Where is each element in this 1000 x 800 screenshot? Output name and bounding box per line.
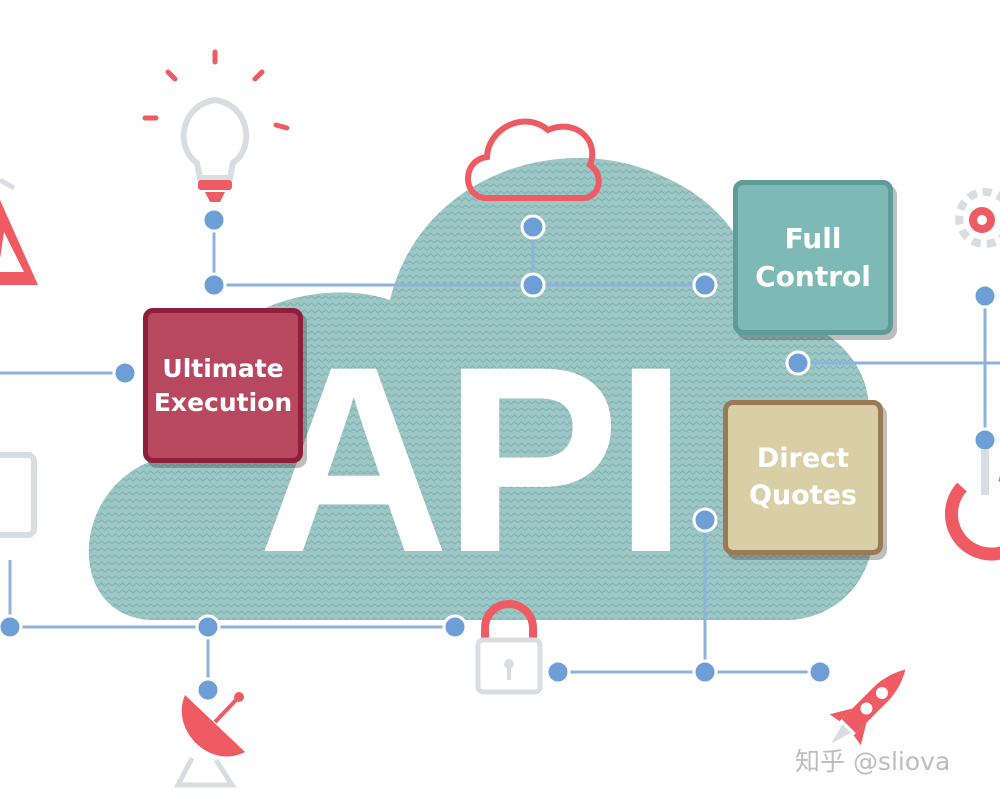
node	[692, 507, 718, 533]
api-cloud-shape	[88, 157, 874, 621]
connector-nodes	[0, 207, 998, 703]
box-line: Execution	[153, 387, 293, 417]
node	[520, 272, 546, 298]
box-line: Direct	[756, 443, 850, 475]
node	[112, 360, 138, 386]
box-line: Quotes	[748, 479, 857, 511]
node	[442, 614, 468, 640]
warning-icon	[0, 177, 38, 285]
node	[201, 207, 227, 233]
node	[692, 272, 718, 298]
direct-quotes-box: Direct Quotes	[723, 400, 883, 555]
node	[972, 283, 998, 309]
document-icon	[0, 452, 37, 538]
lightbulb-icon	[142, 49, 290, 202]
node	[201, 272, 227, 298]
node	[195, 614, 221, 640]
node	[545, 659, 571, 685]
full-control-box: Full Control	[733, 180, 893, 335]
box-line: Full	[784, 221, 842, 255]
gear-icon	[955, 188, 1000, 248]
power-icon	[944, 450, 1000, 561]
node	[520, 214, 546, 240]
box-line: Control	[755, 259, 871, 293]
rocket-icon	[829, 669, 906, 746]
api-title: API	[258, 312, 688, 608]
watermark-text: 知乎 @sliova	[795, 747, 951, 776]
node	[692, 659, 718, 685]
satellite-dish-icon	[173, 692, 245, 788]
cloud-icon	[465, 118, 602, 201]
node	[972, 427, 998, 453]
node	[785, 350, 811, 376]
node	[0, 614, 23, 640]
node	[195, 677, 221, 703]
node	[807, 659, 833, 685]
padlock-icon	[475, 600, 543, 695]
ultimate-execution-box: Ultimate Execution	[143, 308, 303, 463]
box-line: Ultimate	[162, 353, 284, 383]
